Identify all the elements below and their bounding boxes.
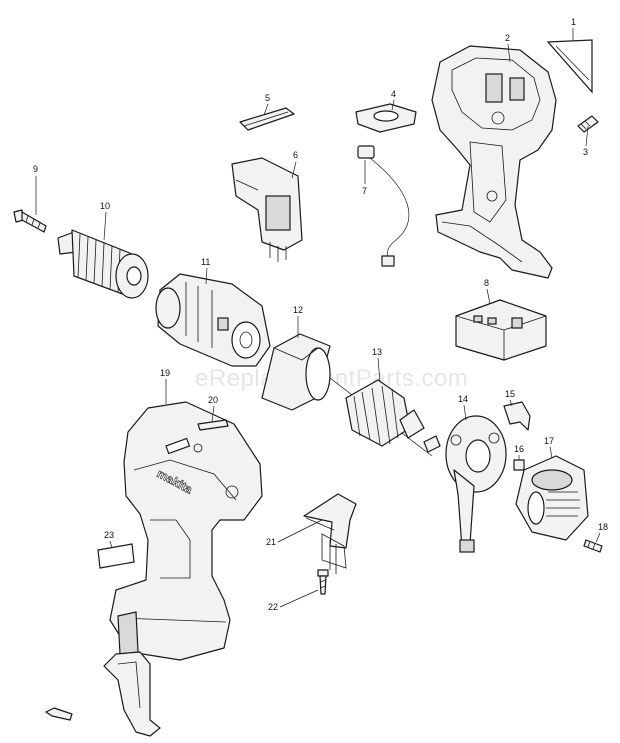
callout-5: 5: [265, 93, 270, 103]
part-12-yoke: [261, 333, 331, 411]
part-23-name-plate: [97, 543, 135, 569]
callout-6: 6: [293, 150, 298, 160]
part-15-spring: [503, 401, 531, 431]
callout-14: 14: [458, 394, 468, 404]
callout-21: 21: [266, 537, 276, 547]
callout-1: 1: [571, 17, 576, 27]
part-21-hook-plate: [303, 493, 357, 574]
callout-12: 12: [293, 305, 303, 315]
part-7-led-circuit: [357, 145, 410, 267]
callout-17: 17: [544, 436, 554, 446]
part-4-switch-lever: [355, 103, 417, 133]
part-6-switch: [231, 157, 303, 262]
part-14-brush-holder: [445, 415, 507, 553]
part-10-chuck: [57, 229, 149, 299]
callout-4: 4: [391, 89, 396, 99]
callout-9: 9: [33, 164, 38, 174]
part-9-screw: [13, 209, 47, 233]
part-5-trigger-cap: [239, 107, 295, 131]
callout-8: 8: [484, 278, 489, 288]
part-19-housing-set: makita: [109, 401, 263, 661]
part-22-screw: [317, 569, 329, 595]
callout-22: 22: [268, 602, 278, 612]
part-1-label-plate: [546, 39, 593, 94]
callout-7: 7: [362, 186, 367, 196]
part-8-terminal: [455, 299, 547, 361]
part-13-armature: [329, 377, 441, 457]
part-3-screw: [577, 115, 599, 133]
callout-13: 13: [372, 347, 382, 357]
callout-23: 23: [104, 530, 114, 540]
part-16-carbon-brush: [513, 459, 525, 471]
belt-hook: [45, 651, 161, 737]
part-2-housing-half: [431, 45, 557, 279]
callout-16: 16: [514, 444, 524, 454]
callout-20: 20: [208, 395, 218, 405]
watermark: eReplacementParts.com: [195, 365, 468, 392]
callout-3: 3: [583, 147, 588, 157]
part-18-screw: [583, 539, 603, 553]
part-17-rear-cover: [515, 455, 589, 541]
callout-10: 10: [100, 201, 110, 211]
callout-15: 15: [505, 389, 515, 399]
callouts: 1 2 3 4 5 6 7 8 9 10 11 12 13 14 15 16 1: [33, 17, 608, 612]
callout-11: 11: [201, 257, 210, 267]
callout-2: 2: [505, 33, 510, 43]
callout-19: 19: [160, 368, 170, 378]
part-20-pin: [197, 419, 229, 431]
callout-18: 18: [598, 522, 608, 532]
part-11-gear-assembly: [155, 273, 271, 367]
